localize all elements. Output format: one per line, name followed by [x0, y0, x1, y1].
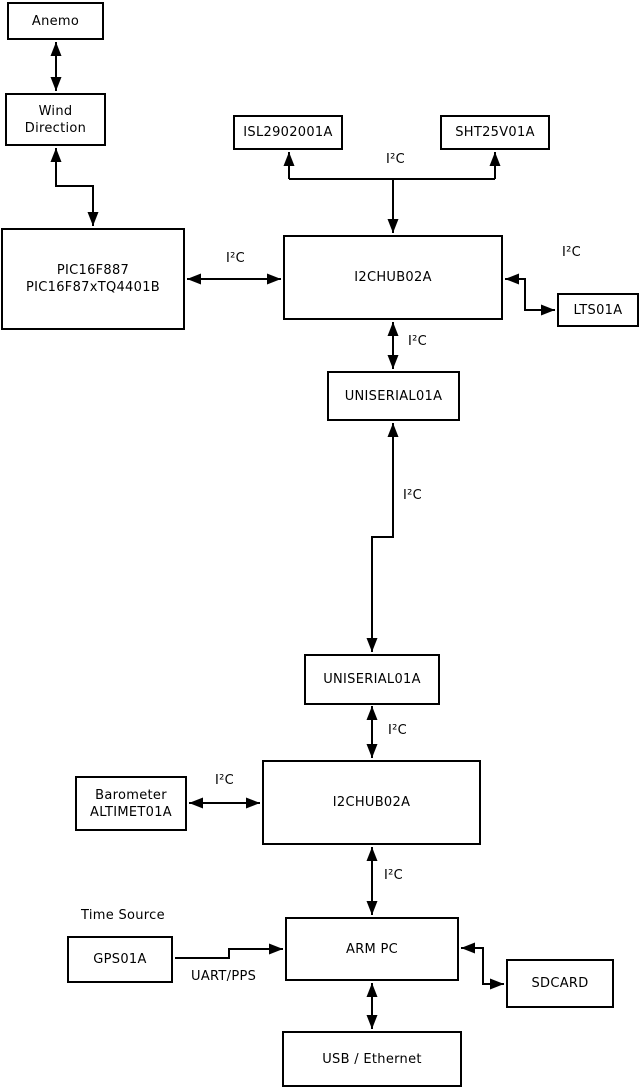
node-i2chub-lower-label: I2CHUB02A [332, 795, 411, 810]
node-usb-ethernet-label: USB / Ethernet [322, 1051, 422, 1067]
node-lts-label: LTS01A [573, 302, 623, 318]
edge-i2chub-upper-lts [505, 273, 555, 316]
node-anemo-label: Anemo [31, 13, 80, 29]
node-uniserial-upper: UNISERIAL01A [327, 371, 460, 421]
node-lts: LTS01A [557, 293, 639, 327]
edge-label-i2c-pic-hub: I²C [226, 251, 246, 266]
edge-uniserial-upper-uniserial-lower [366, 423, 399, 652]
node-arm-pc: ARM PC [285, 917, 459, 981]
node-sdcard-label: SDCARD [531, 976, 589, 991]
node-barometer-label-line2: ALTIMET01A [90, 804, 172, 820]
node-barometer: Barometer ALTIMET01A [75, 776, 187, 831]
node-anemo: Anemo [7, 2, 104, 40]
edge-label-i2c-lts: I²C [562, 245, 582, 260]
node-barometer-label-line1: Barometer [95, 787, 167, 803]
node-uniserial-upper-label: UNISERIAL01A [344, 388, 443, 404]
edge-label-i2c-barometer: I²C [215, 773, 235, 788]
node-pic-label-line2: PIC16F87xTQ4401B [26, 280, 160, 295]
node-usb-ethernet: USB / Ethernet [282, 1031, 462, 1087]
node-arm-pc-label: ARM PC [346, 941, 398, 957]
edge-label-i2c-longlink: I²C [403, 488, 423, 503]
node-wind-direction: Wind Direction [5, 93, 106, 146]
node-isl-label: ISL2902001A [243, 125, 333, 140]
node-pic: PIC16F887 PIC16F87xTQ4401B [1, 228, 185, 330]
node-i2chub-lower: I2CHUB02A [262, 760, 481, 845]
node-uniserial-lower: UNISERIAL01A [304, 654, 440, 705]
node-wind-direction-label-line2: Direction [24, 120, 87, 136]
edge-gps-armpc [175, 943, 283, 959]
edge-label-uart-pps: UART/PPS [191, 969, 257, 984]
edge-label-i2c-hub-uniserial: I²C [408, 334, 428, 349]
node-wind-direction-label-line1: Wind [38, 103, 73, 119]
edge-label-i2c-hub-armpc: I²C [384, 868, 404, 883]
edge-label-i2c-uniserial-hub: I²C [388, 723, 408, 738]
edge-armpc-sdcard [461, 942, 504, 990]
node-gps: GPS01A [67, 936, 173, 983]
node-sht: SHT25V01A [440, 115, 550, 150]
node-sht-label: SHT25V01A [455, 125, 535, 140]
node-uniserial-lower-label: UNISERIAL01A [323, 672, 421, 687]
node-sdcard: SDCARD [506, 959, 614, 1008]
node-pic-label-line1: PIC16F887 [56, 263, 130, 278]
edge-wind-pic [50, 148, 99, 226]
edge-label-time-source: Time Source [81, 908, 165, 923]
node-gps-label: GPS01A [93, 952, 147, 967]
node-i2chub-upper-label: I2CHUB02A [354, 270, 432, 285]
node-isl: ISL2902001A [233, 115, 343, 150]
edge-label-i2c-sensorbus: I²C [386, 152, 406, 167]
node-i2chub-upper: I2CHUB02A [283, 235, 503, 320]
